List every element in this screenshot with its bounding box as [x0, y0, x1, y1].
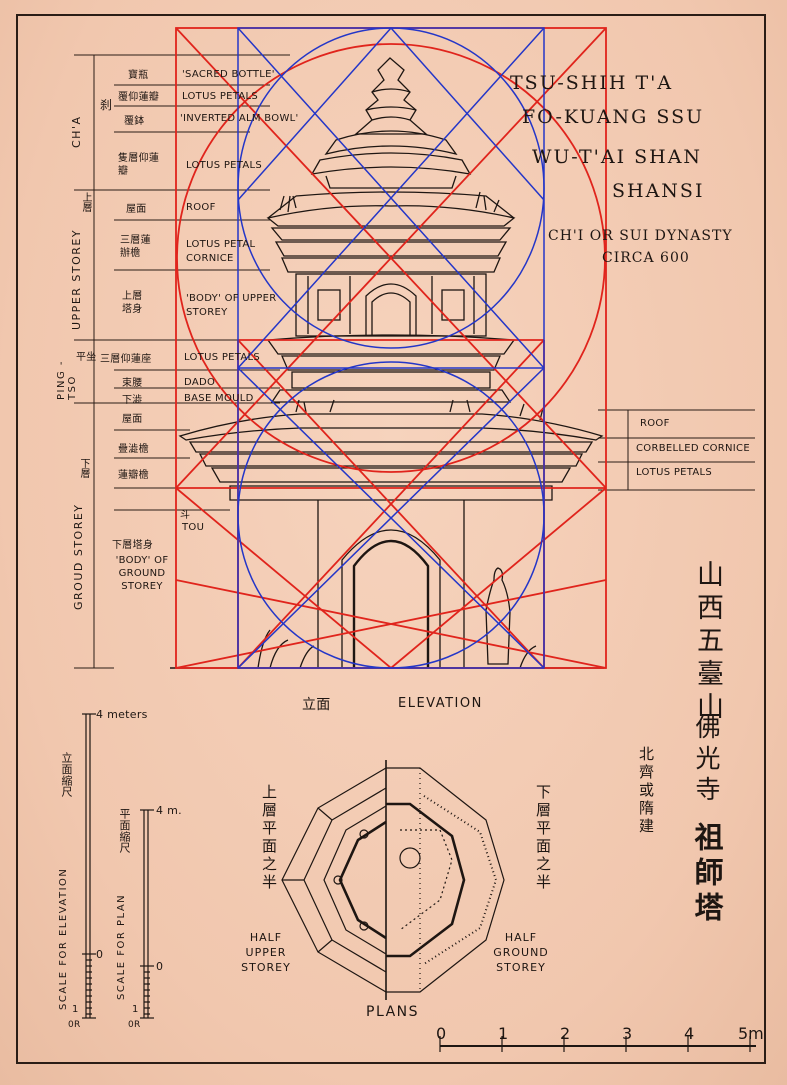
cn-title-temple: 佛光寺	[692, 714, 721, 807]
cha-cn: 刹	[100, 98, 113, 112]
ground-label: GROUD STOREY	[72, 503, 85, 610]
scale-elev-zero: 0	[96, 948, 104, 961]
part-6-en: 'BODY' OF UPPER STOREY	[186, 293, 277, 318]
part-9-en: BASE MOULD	[184, 393, 254, 404]
blue-overlay	[237, 27, 545, 669]
scale-plan-top: 4 m.	[156, 804, 182, 817]
part-13-cn: 斗	[180, 510, 191, 521]
bottom-scale-3: 3	[622, 1024, 633, 1043]
cha-label: CH'A	[70, 115, 83, 148]
scale-elev-one: 1	[72, 1004, 79, 1015]
plan-upper-cn: 上層平面之半	[260, 784, 278, 892]
part-4-cn: 屋面	[126, 204, 147, 215]
upper-label: UPPER STOREY	[70, 228, 83, 330]
scale-plan-one: 1	[132, 1004, 139, 1015]
right-brackets	[598, 409, 755, 491]
title-line-2: FO-KUANG SSU	[522, 106, 705, 128]
part-5-en: LOTUS PETAL CORNICE	[186, 239, 256, 264]
part-11-cn: 疊澁檐	[118, 444, 149, 455]
dynasty-label: CH'I OR SUI DYNASTY	[548, 228, 733, 244]
bottom-scale-5: 5m	[738, 1024, 764, 1043]
plan-lower-cn: 下層平面之半	[534, 784, 552, 892]
upper-cn: 上層	[80, 192, 91, 213]
bottom-scale-2: 2	[560, 1024, 571, 1043]
pingtso-label: PING -TSO	[56, 360, 78, 400]
plan-lower-en: HALF GROUND STOREY	[493, 931, 549, 974]
part-14-en: 'BODY' OF GROUND STOREY	[115, 555, 169, 592]
part-12-cn: 蓮瓣檐	[118, 470, 149, 481]
elevation-label: ELEVATION	[398, 696, 483, 711]
scale-plan-zero: 0	[156, 960, 164, 973]
cn-dynasty: 北齊或隋建	[637, 746, 655, 836]
scale-plan-bottom: 0R	[128, 1020, 141, 1030]
part-9-cn: 下澁	[122, 395, 143, 406]
plan-upper-en: HALF UPPER STOREY	[241, 931, 291, 974]
scale-bars	[82, 713, 756, 1052]
scale-elev-top: 4 meters	[96, 708, 148, 721]
part-3-en: LOTUS PETALS	[186, 160, 263, 171]
date-label: CIRCA 600	[602, 250, 690, 266]
scale-elev-cn: 立面縮尺	[60, 752, 73, 798]
right-part-lotus: LOTUS PETALS	[636, 467, 713, 478]
scale-plan-cn: 平面縮尺	[118, 808, 131, 854]
part-13-en: TOU	[182, 522, 205, 533]
right-part-cornice: CORBELLED CORNICE	[636, 443, 750, 454]
cn-title-pagoda: 祖師塔	[690, 822, 724, 927]
part-5-cn: 三層蓮辦檐	[120, 235, 151, 259]
title-line-1: TSU-SHIH T'A	[510, 72, 674, 94]
bottom-scale-1: 1	[498, 1024, 509, 1043]
ground-cn: 下層	[78, 458, 89, 479]
part-0-en: 'SACRED BOTTLE'	[182, 69, 275, 80]
part-2-cn: 覆鉢	[124, 116, 145, 127]
scale-plan-label: SCALE FOR PLAN	[116, 893, 127, 1000]
part-7-en: LOTUS PETALS	[184, 352, 261, 363]
part-0-cn: 寶瓶	[128, 70, 149, 81]
part-2-en: 'INVERTED ALM BOWL'	[180, 113, 299, 124]
pingtso-cn: 平坐	[76, 352, 97, 363]
cn-title-main: 山西五臺山	[692, 560, 723, 725]
scale-elev-label: SCALE FOR ELEVATION	[58, 867, 69, 1010]
sheet-border	[16, 14, 766, 1064]
part-10-cn: 屋面	[122, 414, 143, 425]
scale-elev-bottom: 0R	[68, 1020, 81, 1030]
right-part-roof: ROOF	[640, 418, 670, 429]
part-1-cn: 覆仰蓮瓣	[118, 92, 160, 103]
part-3-cn: 隻層仰蓮瓣	[118, 153, 160, 177]
bottom-scale-0: 0	[436, 1024, 447, 1043]
part-8-en: DADO	[184, 377, 216, 388]
elevation-label-cn: 立面	[302, 697, 331, 713]
title-line-3: WU-T'AI SHAN	[532, 146, 703, 168]
part-14-cn: 下層塔身	[112, 540, 154, 551]
plans-drawing	[281, 760, 505, 1000]
part-8-cn: 束腰	[122, 378, 143, 389]
title-line-4: SHANSI	[612, 180, 705, 202]
plans-label: PLANS	[366, 1004, 419, 1020]
part-6-cn: 上層塔身	[122, 291, 143, 315]
part-1-en: LOTUS PETALS	[182, 91, 259, 102]
part-4-en: ROOF	[186, 202, 216, 213]
bottom-scale-4: 4	[684, 1024, 695, 1043]
part-7-cn: 三層仰蓮座	[100, 354, 152, 365]
